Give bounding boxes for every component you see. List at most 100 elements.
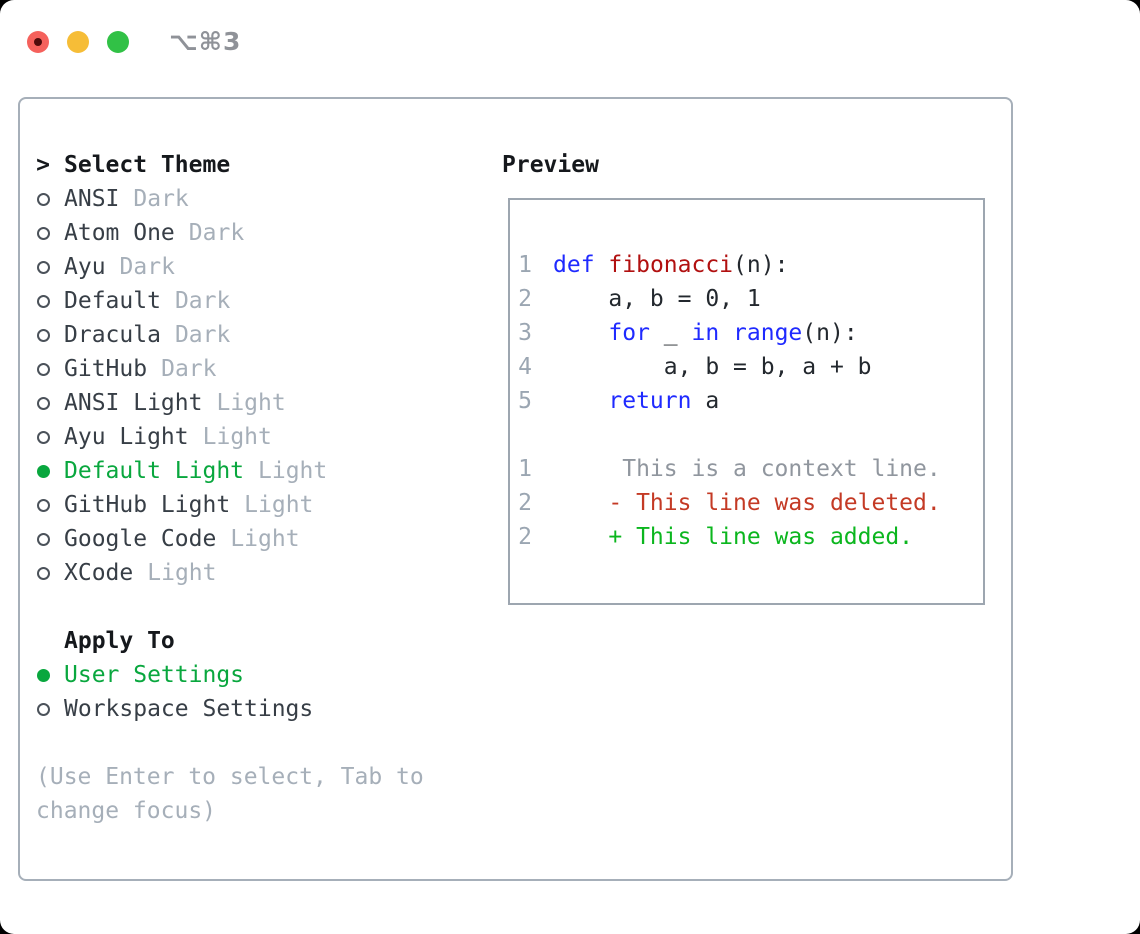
preview-column: Preview 1 def fibonacci(n): 2 a, b = 0, … xyxy=(502,148,985,605)
theme-picker-panel: > Select Theme ANSI Dark Atom One Dark A… xyxy=(18,97,1013,881)
theme-option-variant: Dark xyxy=(174,322,231,348)
select-theme-heading-label: Select Theme xyxy=(64,152,231,178)
code-line: 1 This is a context line. xyxy=(518,452,983,486)
theme-option-variant: Dark xyxy=(188,220,245,246)
blank-row xyxy=(36,726,486,760)
theme-option[interactable]: GitHub Dark xyxy=(36,352,486,386)
unselected-radio-icon xyxy=(36,430,50,444)
apply-option[interactable]: User Settings xyxy=(36,658,486,692)
unselected-radio-icon xyxy=(36,260,50,274)
theme-option[interactable]: XCode Light xyxy=(36,556,486,590)
unselected-radio-icon xyxy=(36,226,50,240)
theme-option-variant: Dark xyxy=(119,254,175,280)
preview-heading-label: Preview xyxy=(502,152,599,178)
theme-option[interactable]: ANSI Dark xyxy=(36,182,486,216)
marker-cell xyxy=(36,328,50,342)
code-line: 4 a, b = b, a + b xyxy=(518,350,983,384)
theme-option-label: XCode xyxy=(64,560,134,586)
marker-cell xyxy=(36,430,50,444)
titlebar: ⌥⌘3 xyxy=(27,27,241,56)
code-line: 5 return a xyxy=(518,384,983,418)
theme-option-variant: Dark xyxy=(161,356,217,382)
marker-cell xyxy=(36,464,50,478)
minimize-button[interactable] xyxy=(67,30,89,53)
code-line: 3 for _ in range(n): xyxy=(518,316,983,350)
theme-option-variant: Light xyxy=(230,526,300,552)
theme-option-label: Atom One xyxy=(64,220,175,246)
theme-option-label: ANSI xyxy=(64,186,120,212)
theme-option-variant: Dark xyxy=(174,288,231,314)
theme-option[interactable]: Google Code Light xyxy=(36,522,486,556)
prompt-icon: > xyxy=(36,152,50,178)
code-line-text: for _ in range(n): xyxy=(608,320,858,346)
theme-option[interactable]: GitHub Light Light xyxy=(36,488,486,522)
theme-option[interactable]: Ayu Dark xyxy=(36,250,486,284)
line-number: 2 xyxy=(518,490,532,516)
marker-cell xyxy=(36,260,50,274)
close-button[interactable] xyxy=(27,30,49,53)
theme-option-variant: Light xyxy=(258,458,328,484)
line-number: 2 xyxy=(518,524,532,550)
unselected-radio-icon xyxy=(36,396,50,410)
unselected-radio-icon xyxy=(36,362,50,376)
code-line-text: This is a context line. xyxy=(553,456,941,482)
preview-pane: 1 def fibonacci(n): 2 a, b = 0, 1 3 for … xyxy=(508,198,985,605)
code-line: 2 a, b = 0, 1 xyxy=(518,282,983,316)
unselected-radio-icon xyxy=(36,566,50,580)
marker-cell xyxy=(36,566,50,580)
marker-cell xyxy=(36,396,50,410)
theme-option-label: GitHub Light xyxy=(64,492,231,518)
preview-heading: Preview xyxy=(502,148,985,182)
help-text: (Use Enter to select, Tab to change focu… xyxy=(36,764,424,824)
zoom-button[interactable] xyxy=(107,30,129,53)
code-line xyxy=(518,418,983,452)
unselected-radio-icon xyxy=(36,328,50,342)
close-dot-icon xyxy=(34,37,42,46)
line-number: 5 xyxy=(518,388,532,414)
theme-option[interactable]: Ayu Light Light xyxy=(36,420,486,454)
apply-to-list: User Settings Workspace Settings xyxy=(36,658,486,726)
line-number: 4 xyxy=(518,354,532,380)
select-theme-heading: > Select Theme xyxy=(36,148,486,182)
theme-option[interactable]: Default Light Light xyxy=(36,454,486,488)
code-line: 2 - This line was deleted. xyxy=(518,486,983,520)
line-number: 2 xyxy=(518,286,532,312)
theme-option-variant: Light xyxy=(244,492,314,518)
blank-row xyxy=(36,590,486,624)
code-line-text: def fibonacci(n): xyxy=(553,252,789,278)
marker-cell xyxy=(36,702,50,716)
apply-option-label: User Settings xyxy=(64,662,245,688)
code-line-text: return a xyxy=(608,388,720,414)
theme-option-label: Default Light xyxy=(64,458,245,484)
theme-option[interactable]: ANSI Light Light xyxy=(36,386,486,420)
window-title: ⌥⌘3 xyxy=(169,27,242,56)
apply-option[interactable]: Workspace Settings xyxy=(36,692,486,726)
line-number: 1 xyxy=(518,252,532,278)
theme-option-variant: Light xyxy=(216,390,286,416)
marker-cell xyxy=(36,668,50,682)
code-line-text: a, b = b, a + b xyxy=(553,354,872,380)
marker-cell xyxy=(36,226,50,240)
theme-option[interactable]: Dracula Dark xyxy=(36,318,486,352)
code-line: 2 + This line was added. xyxy=(518,520,983,554)
marker-cell xyxy=(36,192,50,206)
selected-radio-icon xyxy=(36,464,50,478)
marker-cell xyxy=(36,362,50,376)
marker-cell xyxy=(36,498,50,512)
theme-option-label: Default xyxy=(64,288,161,314)
marker-cell xyxy=(36,294,50,308)
apply-option-label: Workspace Settings xyxy=(64,696,314,722)
unselected-radio-icon xyxy=(36,294,50,308)
line-number: 1 xyxy=(518,456,532,482)
theme-option-variant: Dark xyxy=(133,186,189,212)
unselected-radio-icon xyxy=(36,498,50,512)
apply-to-heading: Apply To xyxy=(36,624,486,658)
line-number: 3 xyxy=(518,320,532,346)
theme-option-variant: Light xyxy=(147,560,217,586)
code-line-text: a, b = 0, 1 xyxy=(553,286,761,312)
theme-option-label: Dracula xyxy=(64,322,161,348)
theme-option[interactable]: Default Dark xyxy=(36,284,486,318)
theme-option[interactable]: Atom One Dark xyxy=(36,216,486,250)
selector-column: > Select Theme ANSI Dark Atom One Dark A… xyxy=(36,148,486,828)
